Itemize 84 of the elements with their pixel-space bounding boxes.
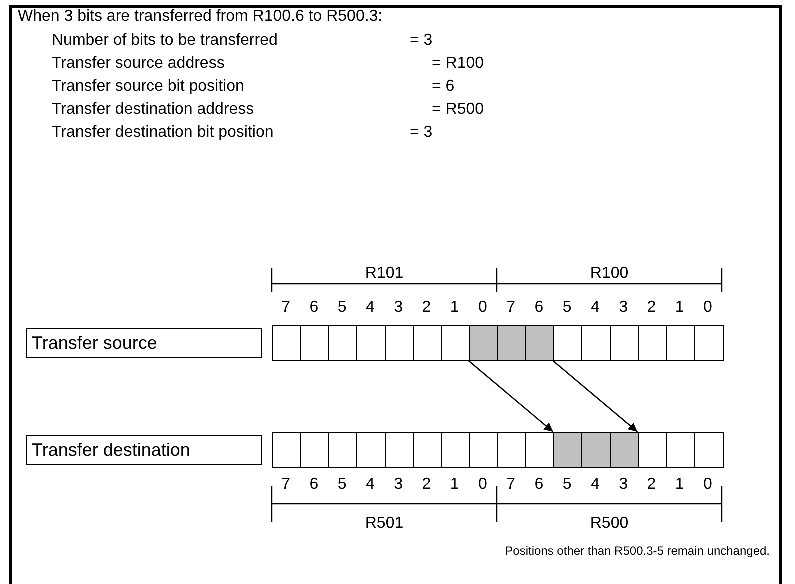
bit-number: 6	[310, 300, 319, 316]
arrow	[468, 360, 554, 432]
note: Positions other than R500.3-5 remain unchanged.	[505, 545, 770, 557]
bit-cell	[525, 432, 555, 468]
bit-cell	[356, 325, 386, 361]
parameter-name: Transfer destination bit position	[52, 125, 274, 141]
parameter-name: Transfer source address	[52, 56, 225, 72]
bit-cell	[694, 325, 724, 361]
register-name: R100	[590, 266, 629, 282]
bit-cell	[384, 432, 414, 468]
bit-cell	[497, 325, 527, 361]
parameter-value: = 3	[410, 125, 433, 141]
bit-cell	[440, 432, 470, 468]
parameter-value: = R100	[432, 56, 484, 72]
row-label-box: Transfer source	[26, 328, 262, 358]
bit-cell	[638, 325, 668, 361]
parameter-value: = 3	[410, 33, 433, 49]
register-name: R101	[365, 266, 404, 282]
bit-number: 5	[562, 300, 572, 316]
bit-number: 0	[703, 300, 712, 316]
bit-cell	[468, 432, 498, 468]
bit-number: 3	[394, 300, 404, 316]
bit-cell	[356, 432, 386, 468]
bit-cell	[328, 325, 358, 361]
bit-cell	[666, 432, 696, 468]
bit-cell	[468, 325, 498, 361]
register-name: R501	[365, 516, 404, 532]
bit-number: 1	[450, 477, 460, 493]
bit-cell	[272, 325, 302, 361]
bit-cell	[553, 325, 583, 361]
bit-number: 1	[675, 477, 684, 493]
bit-cell	[412, 325, 442, 361]
bit-number: 2	[422, 477, 432, 493]
bit-cell	[328, 432, 358, 468]
bit-number: 6	[534, 300, 544, 316]
bit-cell	[300, 432, 330, 468]
parameter-name: Transfer source bit position	[52, 79, 244, 95]
bit-cell	[384, 325, 414, 361]
bit-number: 4	[366, 300, 375, 316]
bit-cell	[610, 432, 640, 468]
bit-cell	[638, 432, 668, 468]
bit-cell	[666, 325, 696, 361]
bit-cell	[412, 432, 442, 468]
bit-number: 7	[506, 300, 516, 316]
bit-number: 5	[338, 477, 347, 493]
bit-number: 3	[619, 300, 628, 316]
bit-number: 0	[703, 477, 712, 493]
bit-cell	[440, 325, 470, 361]
heading: When 3 bits are transferred from R100.6 to R500.3:	[18, 9, 383, 25]
bit-number: 4	[590, 477, 600, 493]
arrow	[552, 360, 638, 432]
bit-number: 3	[394, 477, 404, 493]
bit-cell	[553, 432, 583, 468]
bit-cell	[694, 432, 724, 468]
bit-cell	[525, 325, 555, 361]
bit-number: 4	[366, 477, 375, 493]
parameter-value: = R500	[432, 102, 484, 118]
bit-number: 0	[478, 300, 488, 316]
bit-number: 7	[506, 477, 516, 493]
bit-cell	[581, 432, 611, 468]
bit-number: 7	[282, 477, 291, 493]
bit-cell	[581, 325, 611, 361]
bit-number: 6	[534, 477, 544, 493]
bit-number: 2	[647, 300, 656, 316]
bit-number: 6	[310, 477, 319, 493]
bit-number: 4	[590, 300, 600, 316]
bit-cell	[300, 325, 330, 361]
bit-cell	[610, 325, 640, 361]
bit-number: 1	[450, 300, 460, 316]
bit-cell	[272, 432, 302, 468]
row-label-box: Transfer destination	[26, 435, 262, 465]
parameter-value: = 6	[432, 79, 455, 95]
bit-cell	[497, 432, 527, 468]
parameter-name: Number of bits to be transferred	[52, 33, 278, 49]
bit-number: 5	[338, 300, 347, 316]
bit-number: 1	[675, 300, 684, 316]
bit-number: 2	[647, 477, 656, 493]
bit-number: 2	[422, 300, 432, 316]
register-name: R500	[590, 516, 629, 532]
bit-number: 3	[619, 477, 628, 493]
bit-number: 0	[478, 477, 488, 493]
bit-number: 7	[282, 300, 291, 316]
parameter-name: Transfer destination address	[52, 102, 254, 118]
bit-number: 5	[562, 477, 572, 493]
